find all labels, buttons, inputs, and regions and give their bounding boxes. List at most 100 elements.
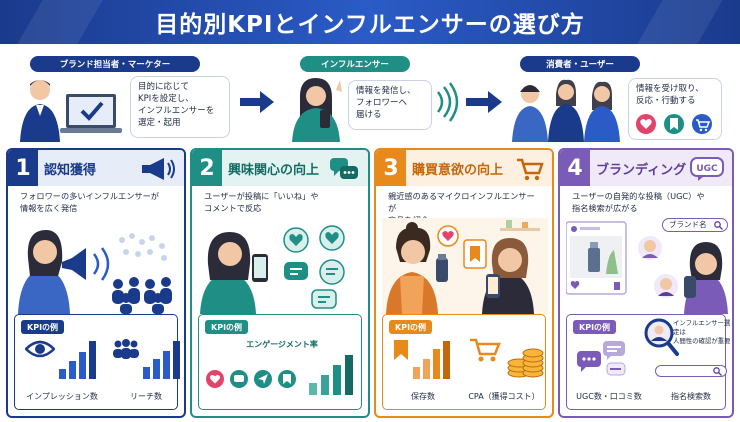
bubble-line: KPIを設定し、 <box>138 94 194 104</box>
impressions-bars <box>59 339 96 379</box>
desc-line: ユーザーの自発的な投稿（UGC）や <box>572 191 705 201</box>
flow-arrow <box>466 98 490 106</box>
search-text: ブランド名 <box>669 220 707 229</box>
people-group-icon <box>113 339 139 359</box>
title-banner: 目的別KPIとインフルエンサーの選び方 <box>0 0 740 44</box>
card-header: 1 認知獲得 <box>8 150 184 186</box>
card-title: 認知獲得 <box>44 162 97 178</box>
reaction-icons <box>636 114 712 134</box>
card-number: 4 <box>560 150 590 186</box>
influencer-megaphone-illustration <box>18 230 172 314</box>
card-title: 興味関心の向上 <box>228 162 320 178</box>
desc-line: 情報を広く発信 <box>20 203 78 213</box>
card-illustration <box>382 218 548 314</box>
kpi-box: KPIの例 保存数 CPA（獲得コスト） <box>382 314 546 410</box>
flow-arrow-head <box>488 91 502 113</box>
search-icon <box>713 367 722 376</box>
kpi-label-cpa: CPA（獲得コスト） <box>468 392 540 401</box>
named-search-box[interactable] <box>655 365 727 377</box>
kpi-label-reach: リーチ数 <box>130 392 162 401</box>
bubble-line: インフルエンサーを <box>138 106 215 116</box>
desc-line: ユーザーが投稿に「いいね」や <box>204 191 319 201</box>
card-header: 4 ブランディング UGC <box>560 150 732 186</box>
reach-bars <box>143 339 180 379</box>
chat-bubbles-icon <box>330 158 358 179</box>
influencer-label: インフルエンサー <box>300 56 410 72</box>
card-description: ユーザーの自発的な投稿（UGC）や 指名検索が広がる <box>560 186 732 218</box>
card-description: フォロワーの多いインフルエンサーが 情報を広く発信 <box>8 186 184 218</box>
card-number: 2 <box>192 150 222 186</box>
consumers-group-icon <box>512 79 620 142</box>
desc-line: 親近感のあるマイクロインフルエンサーが <box>388 191 535 213</box>
card-illustration <box>198 218 362 314</box>
card-illustration: ブランド名 <box>565 218 728 314</box>
kpi-label-saves: 保存数 <box>411 392 435 401</box>
kpi-label-named-search: 指名検索数 <box>671 392 711 401</box>
desc-line: コメントで反応 <box>204 203 262 213</box>
consumer-label: 消費者・ユーザー <box>520 56 640 72</box>
card-header: 3 購買意欲の向上 <box>376 150 552 186</box>
card-description: 親近感のあるマイクロインフルエンサーが 商品を紹介 <box>376 186 552 225</box>
card-illustration <box>14 218 178 314</box>
ugc-bubble-icon: UGC <box>690 157 724 181</box>
bubble-line: 情報を発信し、 <box>356 86 416 96</box>
review-bubbles-icon <box>577 341 626 376</box>
saves-bars <box>413 339 450 379</box>
desc-line: 指名検索が広がる <box>572 203 638 213</box>
kpi-label-impressions: インプレッション数 <box>26 392 98 401</box>
bubble-line: 選定・起用 <box>138 118 181 128</box>
flow-arrow <box>240 98 262 106</box>
desc-line: フォロワーの多いインフルエンサーが <box>20 191 159 201</box>
search-icon <box>714 221 723 230</box>
kpi-box: KPIの例 インプレッション数 リーチ数 <box>14 314 180 410</box>
influencer-bubble: 情報を発信し、 フォロワーへ 届ける <box>348 80 432 130</box>
bubble-line: フォロワーへ <box>356 98 408 108</box>
svg-text:UGC: UGC <box>696 164 718 174</box>
page-title: 目的別KPIとインフルエンサーの選び方 <box>155 12 585 38</box>
card-description: ユーザーが投稿に「いいね」や コメントで反応 <box>192 186 368 218</box>
kpi-box: KPIの例 インフルエンサー選定は 人間性の確認が重要 UGC数・口コミ数 指名… <box>566 314 731 410</box>
influencer-phone-icon <box>292 78 342 142</box>
ugc-search-illustration <box>565 221 728 314</box>
kpi-label-ugc: UGC数・口コミ数 <box>576 392 642 401</box>
card-interest: 2 興味関心の向上 ユーザーが投稿に「いいね」や コメントで反応 <box>190 148 370 418</box>
banner-decoration <box>17 0 103 44</box>
note-line: インフルエンサー選定は <box>673 319 731 336</box>
bubble-line: 情報を受け取り、 <box>636 84 704 94</box>
kpi-box: KPIの例 エンゲージメント率 <box>198 314 362 410</box>
kpi-tag: KPIの例 <box>205 320 249 334</box>
shopping-cart-icon <box>470 338 501 362</box>
consumer-bubble: 情報を受け取り、 反応・行動する <box>628 78 722 140</box>
signal-waves-icon <box>436 82 459 122</box>
coins-stack-icon <box>507 348 544 378</box>
cart-icon <box>517 158 544 181</box>
user-reacting-illustration <box>200 225 345 314</box>
flow-diagram: ブランド担当者・マーケター 目的に応じて KPIを設定し、 インフルエンサーを … <box>0 52 740 144</box>
bubble-line: 届ける <box>356 110 382 120</box>
megaphone-icon <box>142 158 175 180</box>
kpi-tag: KPIの例 <box>21 320 65 334</box>
selection-note: インフルエンサー選定は 人間性の確認が重要 <box>673 319 732 346</box>
kpi-tag: KPIの例 <box>389 320 433 334</box>
eye-icon <box>25 340 55 358</box>
kpi-tag: KPIの例 <box>573 320 617 334</box>
engagement-icons <box>206 370 296 388</box>
card-title: ブランディング <box>596 162 687 178</box>
card-title: 購買意欲の向上 <box>412 162 504 178</box>
brand-bubble: 目的に応じて KPIを設定し、 インフルエンサーを 選定・起用 <box>130 76 230 138</box>
bookmark-icon <box>394 340 408 360</box>
bubble-line: 反応・行動する <box>636 96 696 106</box>
kpi-label-engagement: エンゲージメント率 <box>246 340 318 349</box>
card-number: 3 <box>376 150 406 186</box>
banner-decoration <box>637 0 723 44</box>
flow-arrow-head <box>260 91 274 113</box>
brand-search-box[interactable]: ブランド名 <box>662 218 728 232</box>
brand-label: ブランド担当者・マーケター <box>30 56 200 72</box>
card-number: 1 <box>8 150 38 186</box>
card-header: 2 興味関心の向上 <box>192 150 368 186</box>
card-purchase-intent: 3 購買意欲の向上 親近感のあるマイクロインフルエンサーが 商品を紹介 <box>374 148 554 418</box>
marketer-laptop-icon <box>20 80 122 142</box>
bubble-line: 目的に応じて <box>138 82 190 92</box>
engagement-bars <box>309 353 353 395</box>
card-branding: 4 ブランディング UGC ユーザーの自発的な投稿（UGC）や 指名検索が広がる <box>558 148 734 418</box>
